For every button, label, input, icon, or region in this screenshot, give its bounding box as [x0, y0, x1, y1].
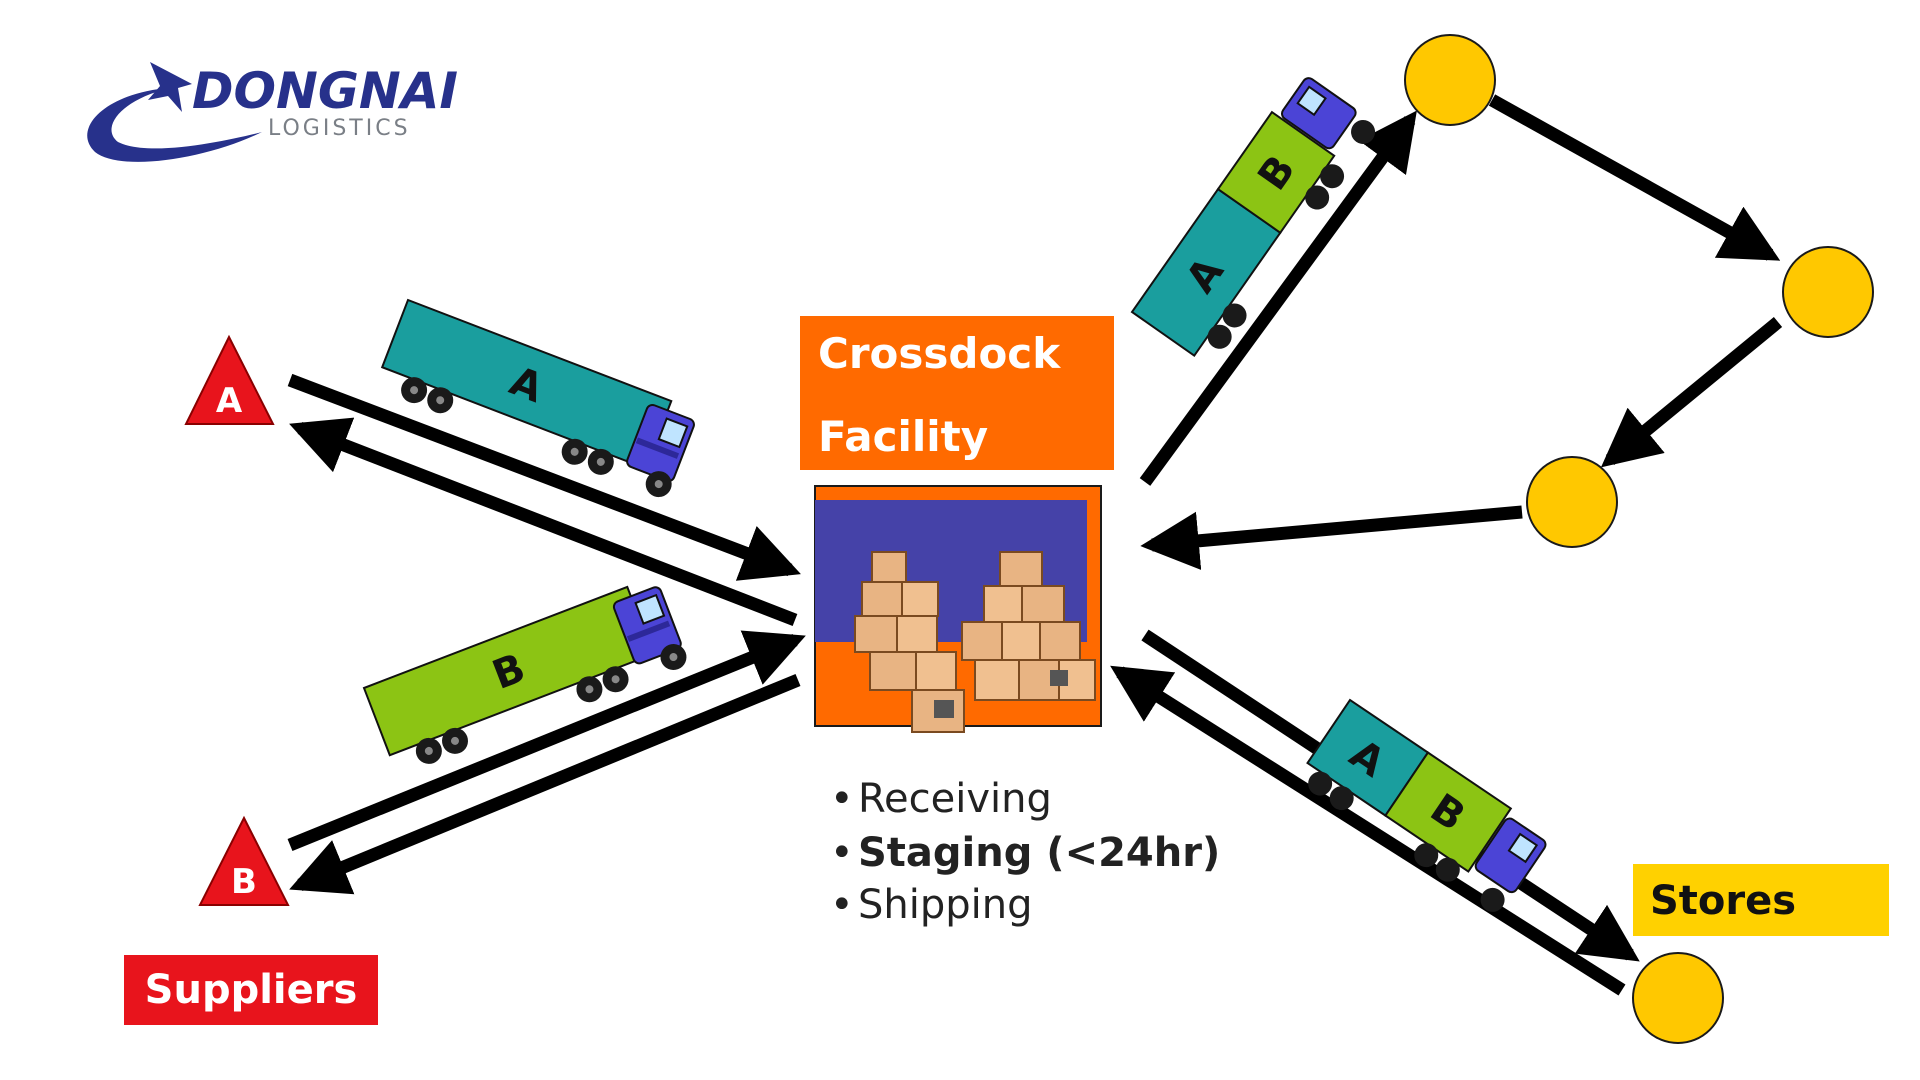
- arrow-store-1-to-store-2: [1488, 94, 1781, 261]
- logo-swoosh-icon: [87, 88, 262, 162]
- arrow-crossdock-to-supplier-b: [289, 673, 801, 895]
- arrow-store-4-to-crossdock: [1110, 665, 1626, 996]
- stores-label: Stores: [1650, 878, 1796, 924]
- logo-brand-text: DONGNAI: [192, 62, 458, 120]
- store-4-icon: [1632, 952, 1724, 1044]
- crossdock-warehouse-illustration: [814, 485, 1102, 733]
- company-logo: DONGNAI LOGISTICS: [87, 62, 458, 162]
- supplier-a-triangle-icon: [184, 334, 275, 425]
- stores-label-box: Stores: [1633, 864, 1889, 936]
- box-stack-left-icon: [854, 551, 965, 733]
- svg-text:•: •: [830, 776, 854, 822]
- supplier-arrows: [287, 373, 806, 895]
- suppliers-label-box: Suppliers: [124, 955, 378, 1025]
- stores: [1404, 34, 1874, 1044]
- supplier-a-label: A: [216, 381, 243, 421]
- truck-ab-outbound-bottom: A B: [1306, 698, 1547, 912]
- store-arrows: [1110, 94, 1783, 996]
- arrow-supplier-a-to-crossdock: [287, 373, 801, 581]
- svg-text:•: •: [830, 882, 854, 928]
- store-1-icon: [1404, 34, 1496, 126]
- crossdock-title-line1: Crossdock: [818, 329, 1061, 378]
- step-staging: Staging (<24hr): [858, 830, 1220, 876]
- step-receiving: Receiving: [858, 776, 1052, 822]
- truck-b-inbound: B: [362, 576, 690, 777]
- suppliers-label: Suppliers: [145, 967, 358, 1013]
- arrow-supplier-b-to-crossdock: [287, 630, 806, 852]
- arrow-crossdock-to-supplier-a: [289, 417, 798, 627]
- crossdock-title-line2: Facility: [818, 412, 988, 461]
- box-stack-right-icon: [961, 551, 1096, 701]
- supplier-a: A: [184, 334, 275, 425]
- store-3-icon: [1526, 456, 1618, 548]
- arrow-store-3-to-crossdock: [1140, 505, 1523, 570]
- arrow-crossdock-to-store-1: [1139, 110, 1417, 486]
- logo-sub-text: LOGISTICS: [268, 116, 411, 141]
- truck-a-inbound: A: [380, 298, 700, 501]
- truck-ab-outbound-top: A B: [1130, 77, 1376, 357]
- crossdock-title-box: Crossdock Facility: [800, 316, 1114, 470]
- step-shipping: Shipping: [858, 882, 1033, 928]
- crossdock-steps-list: • Receiving • Staging (<24hr) • Shipping: [830, 776, 1220, 928]
- store-2-icon: [1782, 246, 1874, 338]
- svg-text:•: •: [830, 830, 854, 876]
- arrow-store-2-to-store-3: [1600, 316, 1783, 468]
- supplier-b-triangle-icon: [198, 815, 290, 906]
- logo-plane-icon: [148, 62, 192, 112]
- supplier-b-label: B: [231, 862, 257, 902]
- supplier-b: B: [198, 815, 290, 906]
